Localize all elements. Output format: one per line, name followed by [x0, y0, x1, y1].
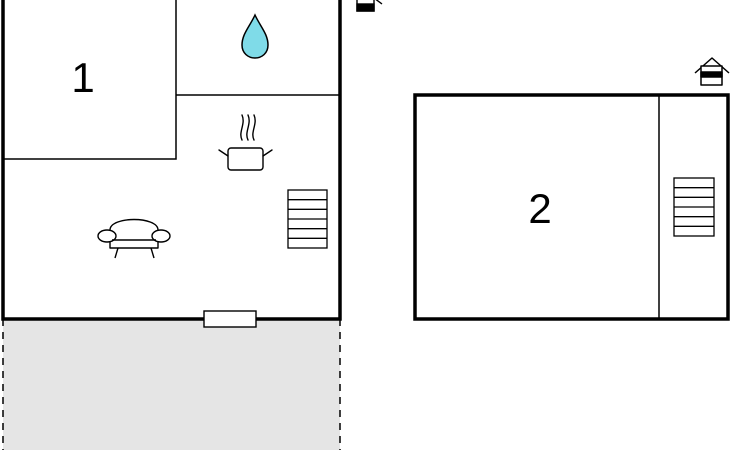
cooking-pot-icon — [218, 114, 273, 171]
building-2: 2 — [413, 93, 730, 321]
sofa-icon — [97, 218, 171, 259]
door-icon — [203, 310, 257, 328]
stairs-icon — [287, 189, 328, 249]
house-icon — [694, 57, 730, 86]
water-drop-icon — [241, 13, 269, 59]
house-icon — [356, 0, 383, 12]
building-1: 1 — [1, 0, 342, 321]
room-1-label: 1 — [71, 54, 94, 101]
stairs-icon — [673, 177, 715, 237]
terrace-area — [2, 319, 341, 450]
room-2-label: 2 — [528, 185, 551, 232]
